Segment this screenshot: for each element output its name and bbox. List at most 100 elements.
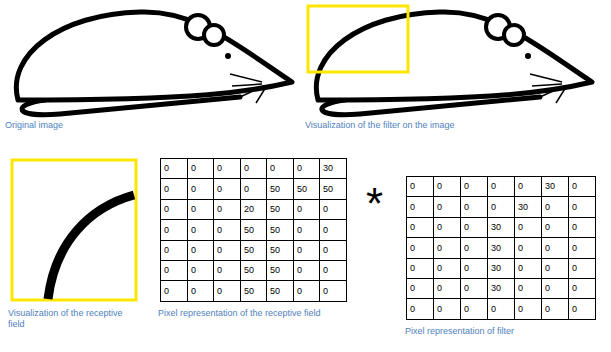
table-cell: 50 bbox=[266, 240, 294, 261]
table-cell: 0 bbox=[541, 298, 569, 320]
table-cell: 0 bbox=[433, 176, 461, 197]
table-cell: 0 bbox=[433, 298, 461, 320]
table-cell: 30 bbox=[319, 158, 347, 179]
table-cell: 0 bbox=[213, 158, 241, 179]
table-cell: 0 bbox=[568, 176, 596, 197]
table-cell: 30 bbox=[487, 278, 515, 299]
table-cell: 0 bbox=[514, 278, 542, 299]
table-cell: 0 bbox=[187, 199, 214, 220]
table-cell: 0 bbox=[266, 158, 294, 179]
table-cell: 0 bbox=[293, 199, 320, 220]
table-cell: 50 bbox=[240, 280, 267, 302]
table-cell: 0 bbox=[460, 237, 488, 259]
table-cell: 0 bbox=[319, 199, 347, 220]
table-cell: 0 bbox=[406, 278, 434, 299]
table-cell: 0 bbox=[460, 278, 488, 299]
table-cell: 0 bbox=[213, 240, 241, 261]
table-cell: 50 bbox=[266, 199, 294, 220]
table-cell: 0 bbox=[187, 280, 214, 302]
table-cell: 0 bbox=[568, 196, 596, 218]
table-cell: 50 bbox=[266, 260, 294, 281]
table-cell: 0 bbox=[541, 196, 569, 218]
table-cell: 30 bbox=[541, 176, 569, 197]
table-cell: 0 bbox=[487, 298, 515, 320]
receptive-field-square bbox=[12, 160, 136, 300]
table-cell: 0 bbox=[406, 217, 434, 238]
table-cell: 0 bbox=[568, 258, 596, 279]
table-cell: 0 bbox=[460, 298, 488, 320]
caption-label: Visualization of the receptive field bbox=[8, 308, 138, 330]
table-cell: 0 bbox=[541, 237, 569, 259]
table-cell: 0 bbox=[293, 260, 320, 281]
table-cell: 0 bbox=[160, 280, 188, 302]
table-cell: 0 bbox=[487, 176, 515, 197]
table-cell: 30 bbox=[487, 217, 515, 238]
table-cell: 0 bbox=[514, 176, 542, 197]
table-cell: 0 bbox=[213, 178, 241, 200]
table-cell: 0 bbox=[568, 217, 596, 238]
table-cell: 0 bbox=[187, 158, 214, 179]
table-cell: 0 bbox=[460, 176, 488, 197]
mouse-drawing bbox=[16, 12, 292, 115]
caption-label: Pixel representation of filter bbox=[405, 326, 605, 337]
table-cell: 0 bbox=[514, 258, 542, 279]
table-cell: 20 bbox=[240, 199, 267, 220]
table-cell: 0 bbox=[187, 260, 214, 281]
table-cell: 0 bbox=[541, 278, 569, 299]
table-cell: 0 bbox=[240, 178, 267, 200]
table-cell: 0 bbox=[487, 196, 515, 218]
table-cell: 0 bbox=[240, 158, 267, 179]
table-cell: 0 bbox=[160, 260, 188, 281]
table-cell: 50 bbox=[319, 178, 347, 200]
table-cell: 0 bbox=[160, 178, 188, 200]
table-cell: 30 bbox=[487, 237, 515, 259]
table-cell: 0 bbox=[406, 298, 434, 320]
table-cell: 0 bbox=[541, 217, 569, 238]
curve-detail bbox=[48, 195, 134, 299]
table-cell: 0 bbox=[319, 260, 347, 281]
table-cell: 0 bbox=[460, 217, 488, 238]
table-cell: 0 bbox=[319, 280, 347, 302]
convolution-symbol: * bbox=[366, 182, 396, 226]
table-cell: 0 bbox=[514, 217, 542, 238]
table-cell: 0 bbox=[514, 237, 542, 259]
table-cell: 0 bbox=[160, 240, 188, 261]
table-cell: 0 bbox=[514, 298, 542, 320]
table-cell: 0 bbox=[213, 260, 241, 281]
table-cell: 0 bbox=[319, 219, 347, 241]
table-cell: 0 bbox=[187, 219, 214, 241]
table-cell: 0 bbox=[160, 158, 188, 179]
table-cell: 0 bbox=[406, 176, 434, 197]
caption-label: Pixel representation of the receptive fi… bbox=[158, 308, 348, 319]
table-cell: 0 bbox=[568, 237, 596, 259]
table-cell: 0 bbox=[293, 280, 320, 302]
table-cell: 0 bbox=[213, 199, 241, 220]
table-cell: 0 bbox=[460, 258, 488, 279]
table-cell: 50 bbox=[266, 280, 294, 302]
table-cell: 0 bbox=[406, 196, 434, 218]
table-cell: 0 bbox=[160, 219, 188, 241]
table-cell: 0 bbox=[433, 196, 461, 218]
table-cell: 0 bbox=[406, 237, 434, 259]
table-cell: 0 bbox=[293, 240, 320, 261]
table-cell: 0 bbox=[433, 217, 461, 238]
table-cell: 50 bbox=[240, 260, 267, 281]
table-cell: 0 bbox=[293, 219, 320, 241]
mouse-drawing bbox=[316, 12, 592, 115]
table-cell: 0 bbox=[568, 298, 596, 320]
table-cell: 0 bbox=[460, 196, 488, 218]
table-cell: 0 bbox=[433, 258, 461, 279]
caption-label: Original image bbox=[5, 120, 205, 131]
table-cell: 0 bbox=[433, 237, 461, 259]
table-cell: 0 bbox=[213, 280, 241, 302]
table-cell: 30 bbox=[487, 258, 515, 279]
table-cell: 50 bbox=[240, 219, 267, 241]
table-cell: 0 bbox=[213, 219, 241, 241]
table-cell: 0 bbox=[293, 158, 320, 179]
table-cell: 30 bbox=[514, 196, 542, 218]
caption-label: Visualization of the filter on the image bbox=[305, 120, 605, 131]
table-cell: 0 bbox=[406, 258, 434, 279]
table-cell: 50 bbox=[266, 219, 294, 241]
table-cell: 0 bbox=[433, 278, 461, 299]
table-cell: 0 bbox=[568, 278, 596, 299]
